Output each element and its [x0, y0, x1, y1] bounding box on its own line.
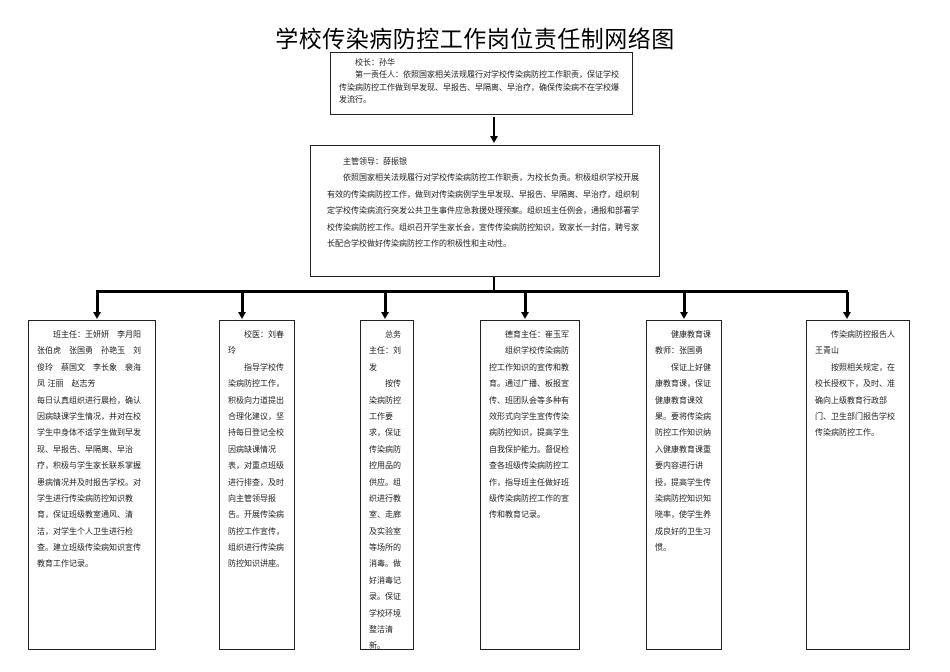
diagram-title: 学校传染病防控工作岗位责任制网络图	[275, 27, 675, 53]
arrowhead-6	[843, 312, 851, 319]
column-health-teacher: 健康教育课教师：张国勇 保证上好健康教育课，保证健康教育课效果。要将传染病防控工…	[646, 320, 722, 650]
arrowhead-2	[238, 312, 246, 319]
column-moral-education-director: 德育主任：崔玉军 组织学校传染病防控工作知识的宣传和教育。通过广播、板报宣传、班…	[480, 320, 580, 650]
arrowhead-manager	[490, 136, 498, 143]
drop-line-3	[384, 292, 387, 312]
manager-body: 依照国家相关法规履行对学校传染病防控工作职责，为校长负责。积极组织学校开展有效的…	[327, 173, 639, 248]
drop-line-5	[683, 292, 686, 312]
column-logistics-director: 总务主任：刘发 按传染病防控工作要求，保证传染病防控用品的供应。组织进行教室、走…	[360, 320, 414, 650]
principal-body: 第一责任人：依照国家相关法规履行对学校传染病防控工作职责，保证学校传染病防控工作…	[339, 70, 619, 105]
column-school-doctor-head: 校医：刘春玲	[228, 330, 284, 356]
drop-line-6	[846, 292, 849, 312]
drop-line-2	[241, 292, 244, 312]
horizontal-bar	[96, 290, 848, 293]
column-disease-reporter-head: 传染病防控报告人王青山	[815, 330, 895, 356]
principal-head: 校长：孙华	[355, 58, 395, 67]
column-head-teacher-head: 班主任：王妍妍 李月阳张伯虎 张国勇 孙艳玉 刘俊玲 蔡国文 李长象 裴海凤 汪…	[37, 330, 141, 389]
column-moral-education-director-head: 德育主任：崔玉军	[505, 330, 569, 339]
column-moral-education-director-body: 组织学校传染病防控工作知识的宣传和教育。通过广播、板报宣传、班团队会等多种有效形…	[489, 346, 569, 520]
column-head-teacher: 班主任：王妍妍 李月阳张伯虎 张国勇 孙艳玉 刘俊玲 蔡国文 李长象 裴海凤 汪…	[28, 320, 156, 650]
drop-line-1	[96, 292, 99, 312]
arrowhead-5	[680, 312, 688, 319]
arrowhead-3	[381, 312, 389, 319]
connector-manager-bar	[493, 277, 495, 292]
column-logistics-director-head: 总务主任：刘发	[369, 330, 401, 372]
column-health-teacher-head: 健康教育课教师：张国勇	[655, 330, 711, 356]
arrowhead-4	[521, 312, 529, 319]
drop-line-4	[524, 292, 527, 312]
connector-principal-manager	[493, 117, 495, 136]
column-school-doctor-body: 指导学校传染病防控工作，积极向力道提出合理化建议，坚持每日登记全校因病缺课情况表…	[228, 362, 284, 569]
column-health-teacher-body: 保证上好健康教育课，保证健康教育课效果。要将传染病防控工作知识纳入健康教育课重要…	[655, 362, 711, 553]
arrowhead-1	[93, 312, 101, 319]
column-disease-reporter-body: 按照相关规定，在校长授权下，及时、准确向上级教育行政部门、卫生部门报告学校传染病…	[815, 362, 895, 438]
manager-box: 主管领导：薛振银 依照国家相关法规履行对学校传染病防控工作职责，为校长负责。积极…	[310, 145, 660, 277]
column-disease-reporter: 传染病防控报告人王青山 按照相关规定，在校长授权下，及时、准确向上级教育行政部门…	[806, 320, 910, 650]
principal-box: 校长：孙华 第一责任人：依照国家相关法规履行对学校传染病防控工作职责，保证学校传…	[330, 52, 633, 115]
column-logistics-director-body: 按传染病防控工作要求，保证传染病防控用品的供应。组织进行教室、走廊及实验室等场所…	[369, 379, 401, 651]
column-head-teacher-body: 每日认真组织进行晨检，确认因病缺课学生情况，并对在校学生中身体不适学生做到早发现…	[37, 395, 141, 569]
column-school-doctor: 校医：刘春玲 指导学校传染病防控工作，积极向力道提出合理化建议，坚持每日登记全校…	[219, 320, 295, 650]
manager-head: 主管领导：薛振银	[343, 157, 407, 166]
